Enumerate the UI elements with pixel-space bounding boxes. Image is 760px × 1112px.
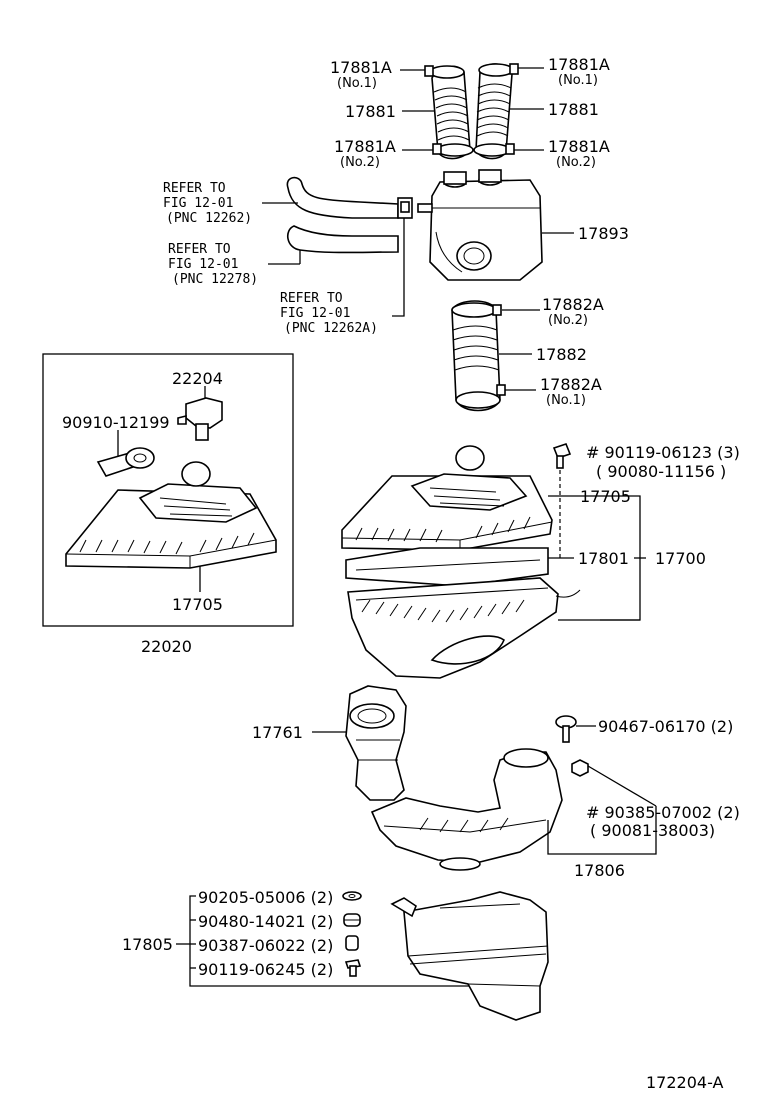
label-bolt-90119-06123: # 90119-06123 (3) bbox=[586, 443, 740, 462]
label-17881a-no1-left: 17881A bbox=[330, 58, 392, 77]
inset-frame bbox=[42, 353, 294, 627]
label-nut-90081-38003: ( 90081-38003) bbox=[590, 821, 715, 840]
label-90467-06170: 90467-06170 (2) bbox=[598, 717, 733, 736]
label-bolt-90080-11156: ( 90080-11156 ) bbox=[596, 462, 726, 481]
fig-ref-1: FIG 12-01 bbox=[163, 196, 233, 211]
refer-to-2: REFER TO bbox=[168, 242, 231, 257]
sensor-22204 bbox=[177, 397, 223, 441]
label-17881-left: 17881 bbox=[345, 102, 396, 121]
label-17881a-no1-right: 17881A bbox=[548, 55, 610, 74]
label-90387-06022: 90387-06022 (2) bbox=[198, 936, 333, 955]
label-17801: 17801 bbox=[578, 549, 629, 568]
duct-17806 bbox=[370, 748, 563, 871]
cap-17705-inset bbox=[65, 461, 277, 569]
air-filter-element-17801 bbox=[345, 547, 549, 587]
hose-pnc-12262 bbox=[286, 176, 399, 219]
bolt-small-icon bbox=[344, 959, 362, 977]
grommet-icon bbox=[343, 913, 361, 927]
label-17806: 17806 bbox=[574, 861, 625, 880]
pnc-ref-1: (PNC 12262) bbox=[166, 211, 252, 226]
label-17705-inset: 17705 bbox=[172, 595, 223, 614]
figure-id: 172204-A bbox=[646, 1073, 724, 1092]
refer-to-3: REFER TO bbox=[280, 291, 343, 306]
pnc-ref-3: (PNC 12262A) bbox=[284, 321, 378, 336]
resonator-17805 bbox=[390, 891, 549, 1021]
label-no2-left: (No.2) bbox=[340, 155, 380, 170]
label-17882a-no2: 17882A bbox=[542, 295, 604, 314]
nut-icon bbox=[571, 759, 589, 777]
label-17881a-no2-right: 17881A bbox=[548, 137, 610, 156]
air-cleaner-cap-17705 bbox=[341, 445, 553, 551]
screw-90910-12199 bbox=[96, 447, 155, 477]
hose-17882 bbox=[451, 300, 506, 412]
air-cleaner-case bbox=[347, 577, 581, 679]
label-17700: 17700 bbox=[655, 549, 706, 568]
label-17882: 17882 bbox=[536, 345, 587, 364]
label-17882a-no2-sub: (No.2) bbox=[548, 313, 588, 328]
label-90205-05006: 90205-05006 (2) bbox=[198, 888, 333, 907]
collar-icon bbox=[345, 935, 359, 951]
screw-icon bbox=[555, 715, 577, 743]
washer-icon bbox=[342, 891, 362, 901]
label-no2-right: (No.2) bbox=[556, 155, 596, 170]
label-17761: 17761 bbox=[252, 723, 303, 742]
label-17881-right: 17881 bbox=[548, 100, 599, 119]
inlet-17761 bbox=[345, 685, 407, 801]
label-90480-14021: 90480-14021 (2) bbox=[198, 912, 333, 931]
refer-to-1: REFER TO bbox=[163, 181, 226, 196]
resonator-17893 bbox=[417, 169, 543, 281]
label-17882a-no1-sub: (No.1) bbox=[546, 393, 586, 408]
bolt-icon bbox=[552, 443, 572, 469]
label-22020: 22020 bbox=[141, 637, 192, 656]
clamp-icon bbox=[424, 63, 519, 157]
pnc-ref-2: (PNC 12278) bbox=[172, 272, 258, 287]
hose-pnc-12278 bbox=[287, 225, 399, 254]
label-17881a-no2-left: 17881A bbox=[334, 137, 396, 156]
label-no1-right: (No.1) bbox=[558, 73, 598, 88]
label-90119-06245: 90119-06245 (2) bbox=[198, 960, 333, 979]
label-17893: 17893 bbox=[578, 224, 629, 243]
hose-17881-right bbox=[475, 63, 513, 160]
label-17705: 17705 bbox=[580, 487, 631, 506]
label-17805: 17805 bbox=[122, 935, 173, 954]
label-17882a-no1: 17882A bbox=[540, 375, 602, 394]
label-22204: 22204 bbox=[172, 369, 223, 388]
fig-ref-2: FIG 12-01 bbox=[168, 257, 238, 272]
label-90910-12199: 90910-12199 bbox=[62, 413, 170, 432]
connector-icon bbox=[397, 197, 413, 219]
fig-ref-3: FIG 12-01 bbox=[280, 306, 350, 321]
label-nut-90385-07002: # 90385-07002 (2) bbox=[586, 803, 740, 822]
label-no1-left: (No.1) bbox=[337, 76, 377, 91]
